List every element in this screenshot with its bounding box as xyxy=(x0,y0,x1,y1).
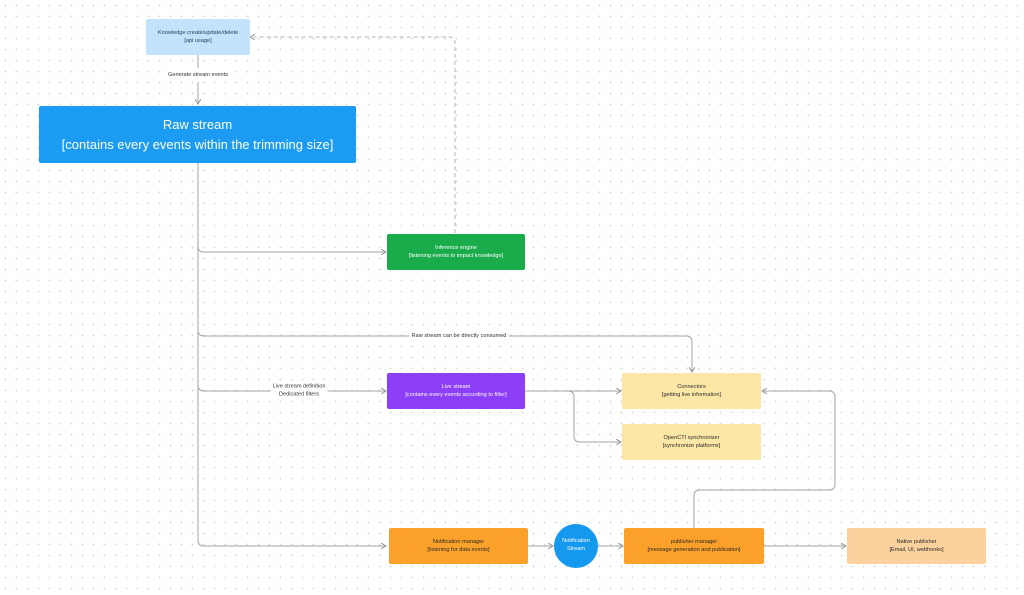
notification-manager-title: Notification manager xyxy=(432,538,485,545)
opencti-synchronizer-node[interactable]: OpenCTI synchronizer [synchronize platfo… xyxy=(622,424,761,460)
notification-stream-line1: Notification xyxy=(562,538,590,545)
live-stream-subtitle: [contains every events according to filt… xyxy=(405,392,507,398)
native-publisher-title: Native publisher xyxy=(896,538,937,545)
live-stream-title: Live stream xyxy=(441,383,471,390)
live-stream-node[interactable]: Live stream [contains every events accor… xyxy=(387,373,525,409)
publisher-manager-title: publisher manager xyxy=(670,538,718,545)
connectors-title: Connectors xyxy=(677,383,706,390)
opencti-synchronizer-title: OpenCTI synchronizer xyxy=(663,434,720,441)
raw-stream-title: Raw stream xyxy=(162,117,233,132)
knowledge-cud-node[interactable]: Knowledge create/update/delete [api usag… xyxy=(146,19,250,55)
inference-engine-node[interactable]: Inference engine [listening events to im… xyxy=(387,234,525,270)
connectors-node[interactable]: Connectors [getting live information] xyxy=(622,373,761,409)
edge-publisher-to-connectors xyxy=(693,391,836,528)
native-publisher-node[interactable]: Native publisher [Email, UI, webhooks] xyxy=(847,528,986,564)
notification-manager-node[interactable]: Notification manager [listening for data… xyxy=(389,528,528,564)
edge-label-raw-consumed: Raw stream can be directly consumed xyxy=(409,331,509,341)
edge-label-generate-events: Generate stream events xyxy=(165,70,231,80)
inference-engine-title: Inference engine xyxy=(435,244,477,251)
native-publisher-subtitle: [Email, UI, webhooks] xyxy=(889,547,944,553)
raw-stream-subtitle: [contains every events within the trimmi… xyxy=(61,136,334,152)
edge-live-to-synchronizer xyxy=(525,390,621,442)
notification-stream-line2: Stream xyxy=(566,546,586,552)
edge-raw-to-live xyxy=(197,384,386,391)
knowledge-cud-subtitle: [api usage] xyxy=(184,38,212,44)
edge-inference-to-knowledge xyxy=(250,37,456,233)
edge-label-live-definition: Live stream definition Dedicated filters xyxy=(270,382,328,400)
opencti-synchronizer-subtitle: [synchronize platforms] xyxy=(662,443,721,449)
connectors-subtitle: [getting live information] xyxy=(661,392,722,398)
notification-manager-subtitle: [listening for data events] xyxy=(427,547,490,553)
edge-raw-to-connectors xyxy=(197,329,692,372)
knowledge-cud-title: Knowledge create/update/delete xyxy=(157,29,239,36)
raw-stream-node[interactable]: Raw stream [contains every events within… xyxy=(39,106,356,163)
inference-engine-subtitle: [listening events to impact knowledge] xyxy=(408,253,504,259)
edge-raw-to-inference xyxy=(197,245,386,252)
publisher-manager-subtitle: [message generation and publication] xyxy=(647,547,741,553)
publisher-manager-node[interactable]: publisher manager [message generation an… xyxy=(624,528,764,564)
edge-raw-trunk xyxy=(197,163,386,546)
notification-stream-node[interactable]: Notification Stream xyxy=(554,524,598,568)
